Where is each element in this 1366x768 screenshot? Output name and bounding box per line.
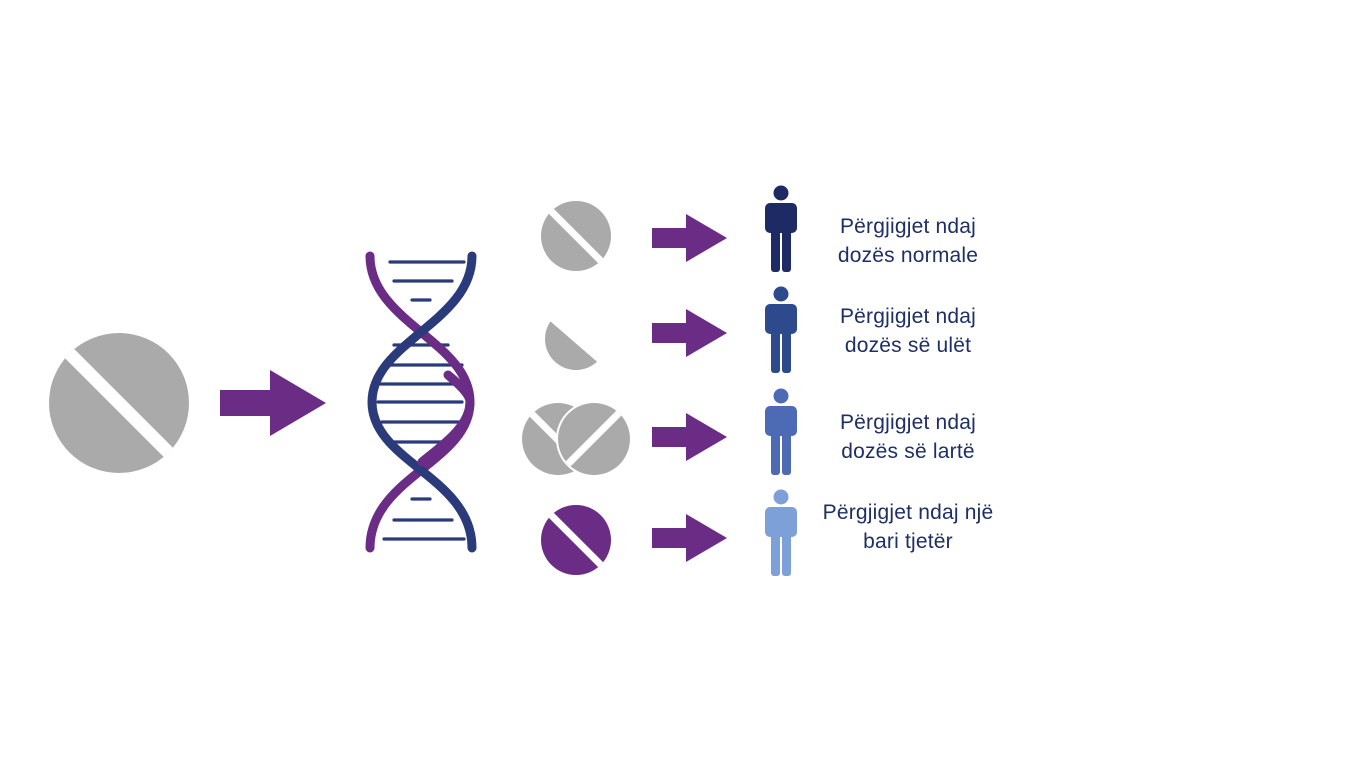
person-icon — [765, 286, 797, 373]
label-line: Përgjigjet ndaj — [839, 411, 977, 434]
person-icon — [765, 489, 797, 576]
dna-helix-icon — [365, 251, 477, 553]
arrow-icon — [652, 514, 727, 562]
double-gray-pill-icon — [522, 401, 632, 477]
response-label: Përgjigjet ndaj dozës së lartë — [778, 408, 1038, 466]
whole-gray-pill-icon — [541, 201, 611, 271]
arrow-icon — [652, 214, 727, 262]
person-icon — [765, 185, 797, 272]
purple-pill-icon — [541, 505, 611, 575]
label-line: Përgjigjet ndaj një — [822, 501, 994, 524]
label-line: Përgjigjet ndaj — [839, 305, 977, 328]
response-label: Përgjigjet ndaj dozës normale — [778, 212, 1038, 270]
label-line: dozës së ulët — [844, 334, 972, 357]
response-label: Përgjigjet ndaj një bari tjetër — [778, 498, 1038, 556]
main-arrow-icon — [220, 370, 326, 436]
large-pill-icon — [49, 333, 189, 473]
label-line: dozës normale — [837, 244, 979, 267]
person-icon — [765, 388, 797, 475]
label-line: bari tjetër — [863, 530, 953, 553]
half-gray-pill-icon — [545, 308, 607, 370]
arrow-icon — [652, 309, 727, 357]
dna-rungs — [376, 260, 466, 541]
label-line: dozës së lartë — [841, 440, 975, 463]
label-line: Përgjigjet ndaj — [839, 215, 977, 238]
response-label: Përgjigjet ndaj dozës së ulët — [778, 302, 1038, 360]
arrow-icon — [652, 413, 727, 461]
